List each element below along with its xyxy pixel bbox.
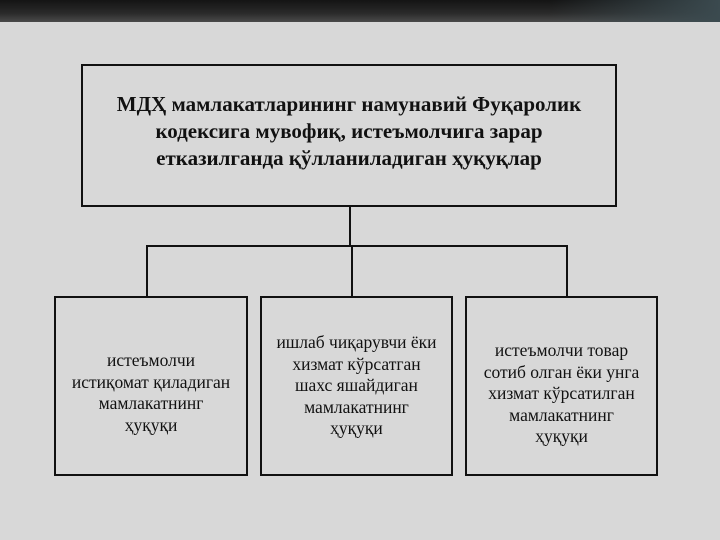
child-node-label: ишлаб чиқарувчи ёки хизмат кўрсатган шах… [276,332,437,438]
root-node: МДҲ мамлакатларининг намунавий Фуқаролик… [81,64,617,207]
root-node-label: МДҲ мамлакатларининг намунавий Фуқаролик… [116,92,582,170]
top-banner [0,0,720,22]
child-node-label: истеъмолчи товар сотиб олган ёки унга хи… [483,340,640,446]
top-banner-accent [550,0,720,22]
child-node-consumer-residence: истеъмолчи истиқомат қиладиган мамлакатн… [54,296,248,476]
child-node-purchase-place: истеъмолчи товар сотиб олган ёки унга хи… [465,296,658,476]
child-node-producer-residence: ишлаб чиқарувчи ёки хизмат кўрсатган шах… [260,296,453,476]
child-node-label: истеъмолчи истиқомат қиладиган мамлакатн… [71,350,231,435]
